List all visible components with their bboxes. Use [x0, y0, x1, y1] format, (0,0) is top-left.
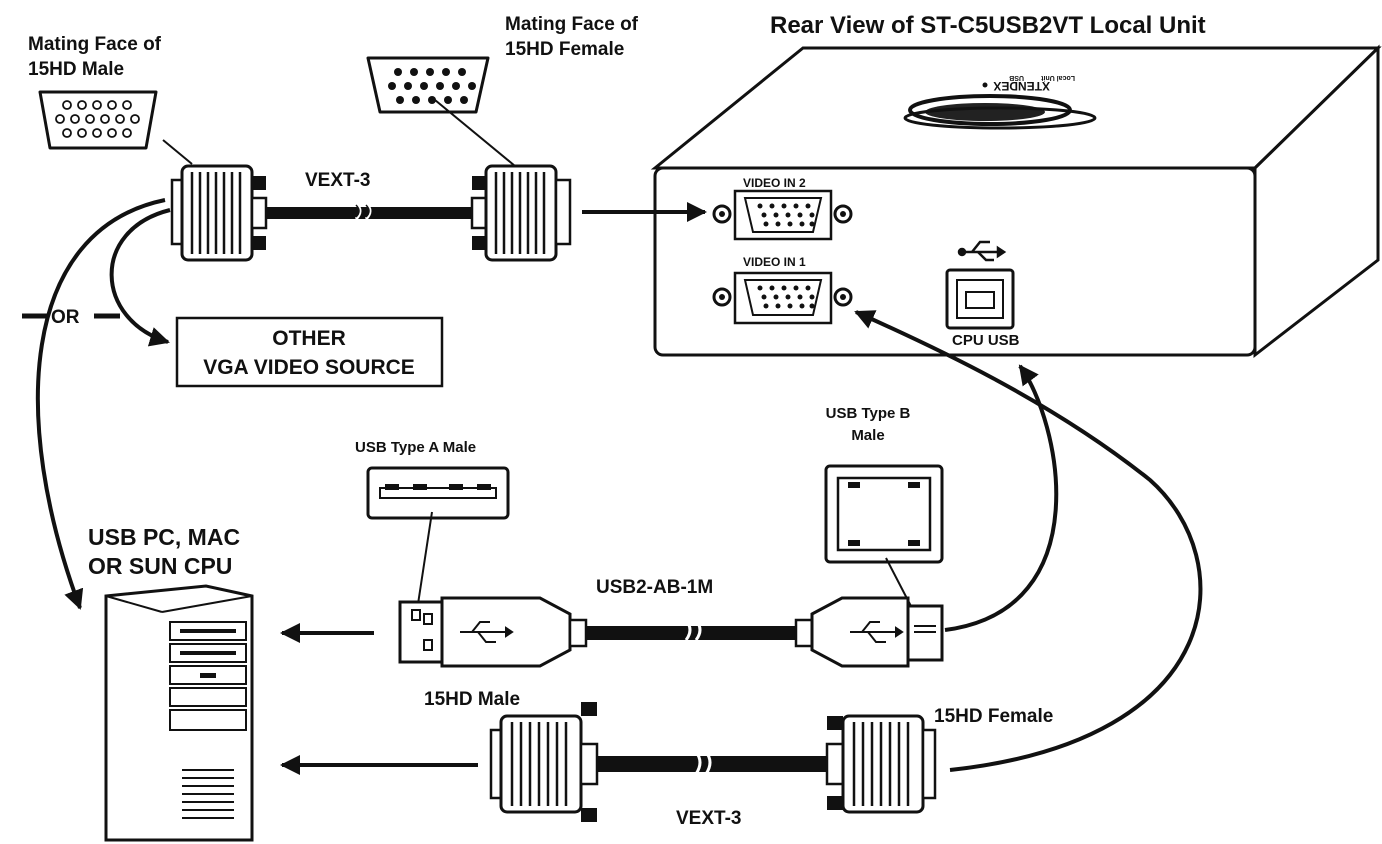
mating-female-label-1: Mating Face of [505, 14, 639, 35]
other-source-label-1: OTHER [272, 327, 346, 350]
brand-logo: XTENDEX Local Unit USB [903, 74, 1097, 130]
hd-male-label: 15HD Male [424, 689, 520, 710]
other-source-label-2: VGA VIDEO SOURCE [203, 356, 415, 379]
cpu-usb-port: CPU USB [945, 240, 1020, 349]
video-in-1-label: VIDEO IN 1 [743, 255, 806, 269]
diagram-title: Rear View of ST-C5USB2VT Local Unit [770, 12, 1206, 39]
usb-type-b-label-1: USB Type B [826, 405, 911, 422]
usb-type-b-face-icon: USB Type B Male [824, 405, 944, 613]
cpu-label-2: OR SUN CPU [88, 553, 232, 579]
vext-top-label: VEXT-3 [305, 170, 370, 191]
other-vga-source-box: OTHER VGA VIDEO SOURCE [175, 316, 444, 388]
vext-bottom-label: VEXT-3 [676, 808, 741, 829]
mating-face-female-icon: Mating Face of 15HD Female [366, 14, 639, 167]
arrow-to-other-source [109, 208, 171, 347]
usb-symbol-a-icon [460, 621, 514, 643]
mating-male-label-2: 15HD Male [28, 59, 124, 80]
brand-name: XTENDEX [993, 79, 1050, 93]
arrow-to-video-in-1 [854, 310, 1203, 772]
brand-usb: USB [1009, 74, 1024, 81]
brand-subtitle: Local Unit [1040, 74, 1075, 81]
video-in-2-port: VIDEO IN 2 [712, 176, 853, 241]
video-in-2-label: VIDEO IN 2 [743, 176, 806, 190]
arrow-to-cpu [35, 198, 166, 610]
mating-face-male-icon: Mating Face of 15HD Male [28, 34, 193, 165]
video-in-1-port: VIDEO IN 1 [712, 255, 853, 325]
cpu-usb-label: CPU USB [952, 332, 1020, 349]
usb-icon [957, 240, 1007, 262]
mating-female-label-2: 15HD Female [505, 39, 624, 60]
usb-cable: USB2-AB-1M [398, 577, 944, 668]
usb-type-b-label-2: Male [851, 427, 884, 444]
vext-bottom-cable: 15HD Male 15HD Female VEXT-3 [424, 689, 1053, 829]
arrow-to-cpu-usb [944, 364, 1059, 632]
usb-cable-label: USB2-AB-1M [596, 577, 713, 598]
cpu-label-1: USB PC, MAC [88, 524, 240, 550]
or-marker: OR [22, 307, 120, 328]
usb-type-a-label: USB Type A Male [355, 439, 476, 456]
hd-female-label: 15HD Female [934, 706, 1053, 727]
usb-symbol-b-icon [850, 621, 904, 643]
mating-male-label-1: Mating Face of [28, 34, 162, 55]
vext-top-cable: VEXT-3 [170, 164, 572, 262]
usb-type-a-face-icon: USB Type A Male [355, 439, 510, 605]
or-label: OR [51, 307, 80, 328]
cpu-tower-icon: USB PC, MAC OR SUN CPU [88, 524, 254, 842]
